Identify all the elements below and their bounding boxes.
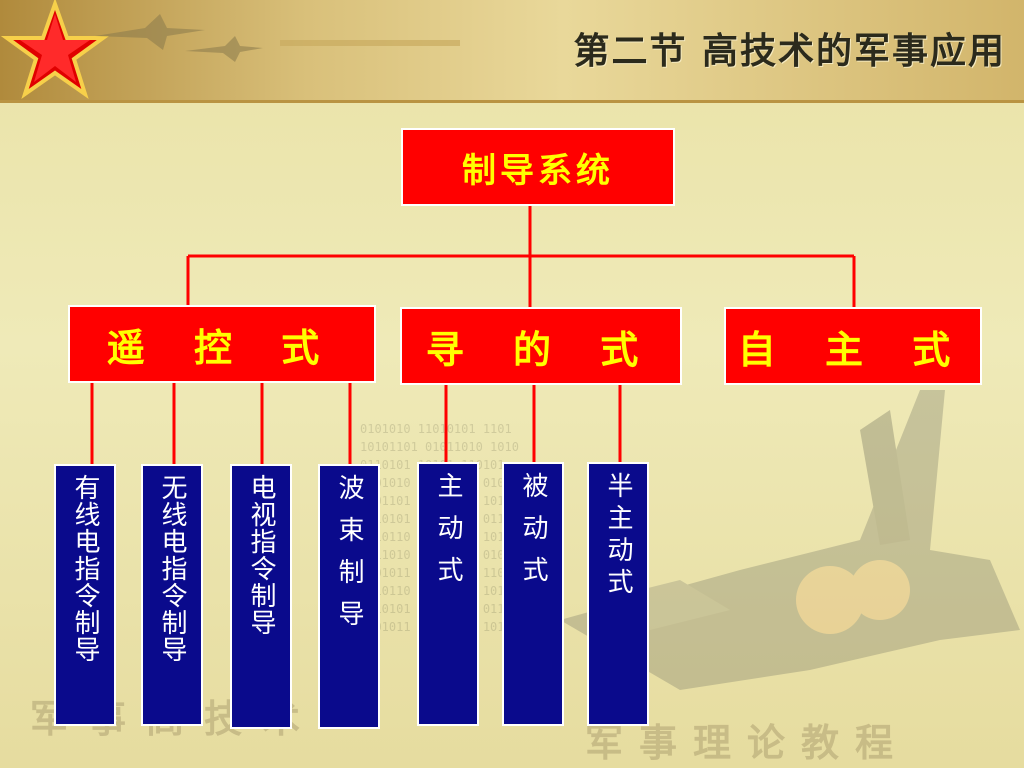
leaf-active-homing: 主动式 — [417, 462, 479, 726]
header-banner: 第二节 高技术的军事应用 — [0, 0, 1024, 103]
banner-stripe — [280, 40, 460, 46]
category-remote-control: 遥 控 式 — [68, 305, 376, 383]
category-homing: 寻 的 式 — [400, 307, 682, 385]
leaf-wired-command-guidance: 有线电指令制导 — [54, 464, 116, 726]
page-title: 第二节 高技术的军事应用 — [573, 31, 1006, 72]
root-node: 制导系统 — [401, 128, 675, 206]
leaf-tv-command-guidance: 电视指令制导 — [230, 464, 292, 729]
leaf-radio-command-guidance: 无线电指令制导 — [141, 464, 203, 726]
category-autonomous: 自 主 式 — [724, 307, 982, 385]
jets-icon — [95, 14, 263, 62]
red-star-icon — [0, 0, 110, 100]
leaf-passive-homing: 被动式 — [502, 462, 564, 726]
fighter-jet-icon — [560, 390, 1020, 690]
leaf-beam-rider-guidance: 波束制导 — [318, 464, 380, 729]
watermark-right: 军事理论教程 — [585, 721, 910, 765]
leaf-semi-active-homing: 半主动式 — [587, 462, 649, 726]
